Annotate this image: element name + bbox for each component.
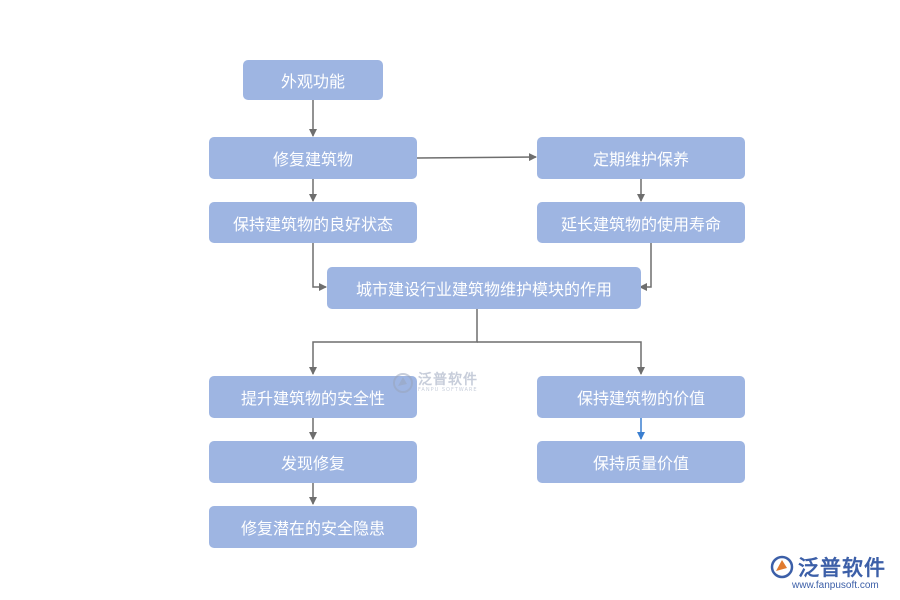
brand-logo-url: www.fanpusoft.com [792, 580, 879, 591]
brand-logo-text: 泛普软件 [798, 556, 886, 580]
node-extend-service-life: 延长建筑物的使用寿命 [537, 202, 745, 243]
node-find-and-repair: 发现修复 [209, 441, 417, 483]
node-module-role: 城市建设行业建筑物维护模块的作用 [327, 267, 641, 309]
edge-module-to-value [477, 341, 645, 375]
node-repair-building: 修复建筑物 [209, 137, 417, 179]
edge-module-to-safety [309, 309, 478, 375]
watermark-brand: 泛普软件 [418, 372, 478, 388]
node-periodic-maintenance: 定期维护保养 [537, 137, 745, 179]
watermark: 泛普软件 FANPU SOFTWARE [392, 372, 478, 394]
node-maintain-good-state: 保持建筑物的良好状态 [209, 202, 417, 243]
node-maintain-quality-value: 保持质量价值 [537, 441, 745, 483]
node-improve-safety: 提升建筑物的安全性 [209, 376, 417, 418]
node-maintain-value: 保持建筑物的价值 [537, 376, 745, 418]
edge-good-state-to-module [312, 243, 327, 291]
edge-extend-to-module [639, 243, 652, 291]
brand-logo: 泛普软件 www.fanpusoft.com [770, 552, 886, 591]
brand-logo-icon [770, 555, 794, 579]
edge-repair-to-maintenance [416, 153, 537, 162]
node-repair-hidden-hazards: 修复潜在的安全隐患 [209, 506, 417, 548]
node-appearance: 外观功能 [243, 60, 383, 100]
watermark-logo-icon [393, 373, 413, 393]
watermark-sub: FANPU SOFTWARE [418, 387, 478, 393]
